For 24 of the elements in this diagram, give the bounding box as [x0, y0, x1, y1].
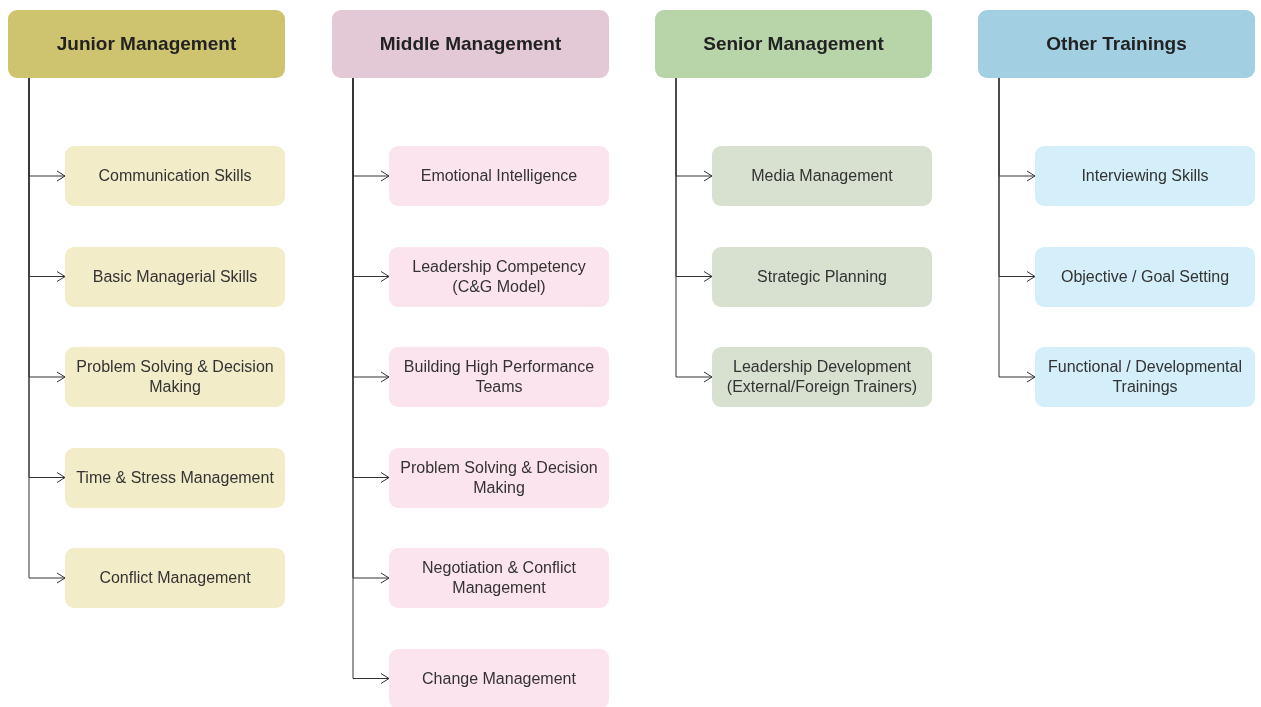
arrow [998, 77, 1036, 383]
training-box: Interviewing Skills [1035, 146, 1255, 206]
training-box: Negotiation & Conflict Management [389, 548, 609, 608]
category-box: Senior Management [655, 10, 932, 78]
training-box: Building High Performance Teams [389, 347, 609, 407]
training-box: Communication Skills [65, 146, 285, 206]
training-box: Objective / Goal Setting [1035, 246, 1255, 307]
training-box: Time & Stress Management [65, 447, 285, 508]
training-box: Leadership Development (External/Foreign Trainers) [712, 347, 932, 407]
training-box: Functional / Developmental Trainings [1035, 347, 1255, 407]
category-box: Other Trainings [978, 10, 1255, 78]
training-box: Strategic Planning [712, 246, 932, 307]
category-box: Middle Management [332, 10, 609, 78]
training-box: Problem Solving & Decision Making [389, 447, 609, 508]
training-box: Leadership Competency (C&G Model) [389, 246, 609, 307]
training-box: Problem Solving & Decision Making [65, 347, 285, 407]
category-box: Junior Management [8, 10, 285, 78]
training-box: Basic Managerial Skills [65, 246, 285, 307]
training-box: Media Management [712, 146, 932, 206]
training-box: Change Management [389, 648, 609, 707]
arrow [28, 77, 66, 584]
training-box: Conflict Management [65, 548, 285, 608]
training-box: Emotional Intelligence [389, 146, 609, 206]
arrow [675, 77, 713, 383]
